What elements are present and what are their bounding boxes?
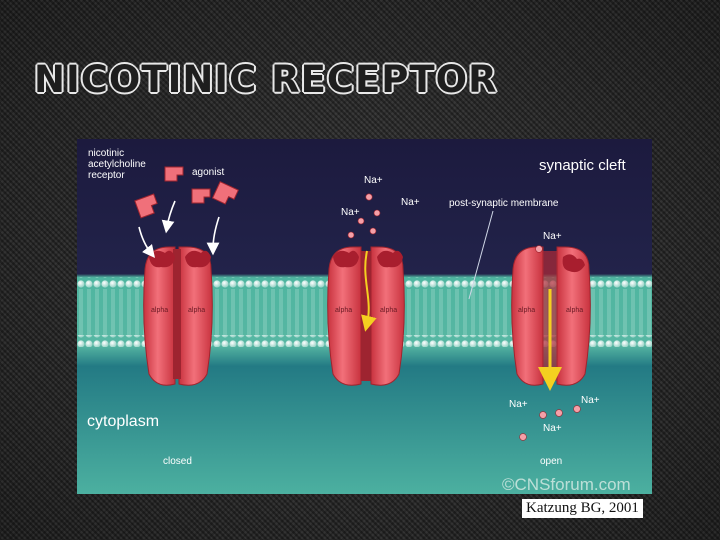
agonist-arrows bbox=[138, 200, 220, 258]
sodium-label: Na+ bbox=[543, 423, 562, 434]
closed-label: closed bbox=[163, 456, 192, 467]
synaptic-cleft-label: synaptic cleft bbox=[539, 157, 627, 174]
subunit-label: alpha bbox=[188, 307, 205, 314]
cytoplasm-label: cytoplasm bbox=[87, 413, 159, 430]
closed-receptor bbox=[143, 246, 213, 386]
agonist-molecules bbox=[134, 166, 239, 219]
receptor-label-line3: receptor bbox=[88, 170, 125, 181]
subunit-label: alpha bbox=[566, 307, 583, 314]
open-label: open bbox=[540, 456, 562, 467]
sodium-label: Na+ bbox=[341, 207, 360, 218]
open-receptor bbox=[511, 246, 591, 391]
sodium-ions bbox=[347, 193, 581, 441]
subunit-label: alpha bbox=[518, 307, 535, 314]
subunit-label: alpha bbox=[151, 307, 168, 314]
membrane-label: post-synaptic membrane bbox=[449, 198, 559, 209]
sodium-label: Na+ bbox=[509, 399, 528, 410]
agonist-label: agonist bbox=[192, 167, 224, 178]
receptor-label-line1: nicotinic bbox=[88, 148, 124, 159]
slide-title: NICOTINIC RECEPTOR bbox=[34, 58, 498, 101]
citation: Katzung BG, 2001 bbox=[522, 499, 643, 518]
membrane-pointer bbox=[468, 210, 494, 300]
receptor-diagram: nicotinic acetylcholine receptor agonist… bbox=[77, 139, 652, 494]
watermark: ©CNSforum.com bbox=[502, 475, 631, 494]
subunit-label: alpha bbox=[380, 307, 397, 314]
subunit-label: alpha bbox=[335, 307, 352, 314]
middle-receptor bbox=[327, 246, 405, 386]
sodium-label: Na+ bbox=[543, 231, 562, 242]
sodium-label: Na+ bbox=[401, 197, 420, 208]
receptor-label-line2: acetylcholine bbox=[88, 159, 146, 170]
sodium-label: Na+ bbox=[364, 175, 383, 186]
sodium-label: Na+ bbox=[581, 395, 600, 406]
